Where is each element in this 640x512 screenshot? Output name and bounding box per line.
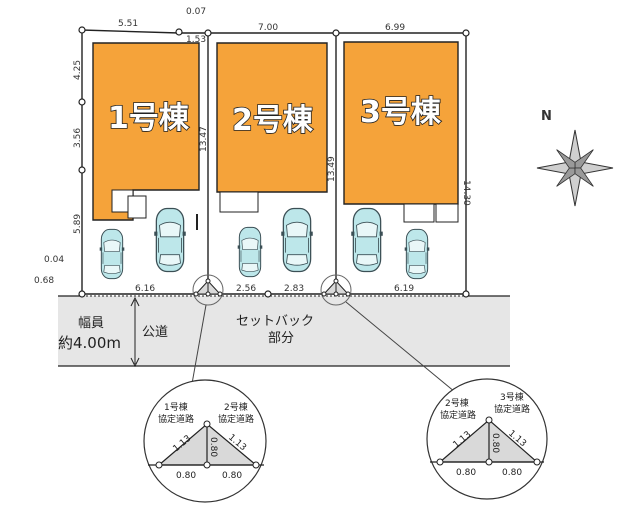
house-3-porch (403, 203, 435, 223)
detail2-right-title-1: 3号棟 (500, 391, 524, 403)
detail1-bottom-left: 0.80 (176, 471, 196, 481)
dim-right-side: 14.30 (461, 180, 471, 206)
road-width-label-2: 約4.00m (58, 334, 121, 352)
road-width-label-1: 幅員 (78, 316, 104, 331)
road-name: 公道 (142, 325, 168, 340)
dim-divider-1: 13.47 (199, 126, 209, 152)
dim-corner-b: 0.68 (34, 276, 54, 286)
car-2b (280, 207, 314, 273)
dim-bottom-lot1: 6.16 (135, 284, 155, 294)
dim-left-middle: 3.56 (73, 128, 83, 148)
corner-detail-1: 1号棟 協定道路 2号棟 協定道路 1.13 1.13 0.80 0.80 0.… (143, 379, 267, 503)
detail2-bottom-left: 0.80 (456, 468, 476, 478)
detail1-left-title-2: 協定道路 (158, 413, 194, 425)
detail1-bottom-right: 0.80 (222, 471, 242, 481)
compass-icon (536, 129, 614, 207)
lot-boundary (81, 29, 467, 294)
car-3a (350, 207, 384, 273)
car-1b (153, 207, 187, 273)
dim-bottom-lot3: 6.19 (394, 284, 414, 294)
car-1a (99, 228, 125, 280)
dim-top-small: 0.07 (186, 7, 206, 17)
road (58, 296, 510, 366)
corner-cut-2 (320, 274, 352, 306)
house-1-label: 1号棟 (108, 101, 190, 136)
dim-top-lot1: 5.51 (118, 19, 138, 29)
dim-bottom-lot2b: 2.83 (284, 284, 304, 294)
dim-left-upper: 4.25 (73, 60, 83, 80)
corner-cut-1 (192, 274, 224, 306)
detail1-right-title-1: 2号棟 (224, 401, 248, 413)
detail2-left-title-1: 2号棟 (445, 397, 469, 409)
house-2-porch (219, 191, 259, 213)
corner-detail-2: 2号棟 協定道路 3号棟 協定道路 1.13 1.13 0.80 0.80 0.… (426, 378, 548, 500)
compass-north-label: N (541, 109, 552, 124)
dim-top-lot3: 6.99 (385, 23, 405, 33)
detail1-left-title-1: 1号棟 (164, 401, 188, 413)
leader-line-2 (345, 301, 456, 393)
boundary-markers (78, 26, 470, 298)
car-2a (237, 226, 263, 278)
detail2-right-title-2: 協定道路 (494, 403, 530, 415)
detail2-bottom-right: 0.80 (502, 468, 522, 478)
car-3b (404, 228, 430, 280)
detail1-right-title-2: 協定道路 (218, 413, 254, 425)
detail1-vertical: 0.80 (208, 437, 218, 457)
detail2-left-title-2: 協定道路 (440, 409, 476, 421)
dim-top-small2: 1.53 (186, 35, 206, 45)
dim-bottom-lot2a: 2.56 (236, 284, 256, 294)
setback-label-2: 部分 (268, 331, 294, 346)
house-2 (216, 42, 328, 193)
house-3-label: 3号棟 (360, 95, 442, 130)
dim-divider-2: 13.49 (327, 156, 337, 182)
dim-left-lower: 5.89 (73, 214, 83, 234)
house-2-label: 2号棟 (232, 103, 314, 138)
dim-top-lot2: 7.00 (258, 23, 278, 33)
setback-label-1: セットバック (236, 314, 314, 329)
detail2-vertical: 0.80 (490, 433, 500, 453)
dim-corner-a: 0.04 (44, 255, 64, 265)
leader-line-1 (189, 304, 207, 396)
